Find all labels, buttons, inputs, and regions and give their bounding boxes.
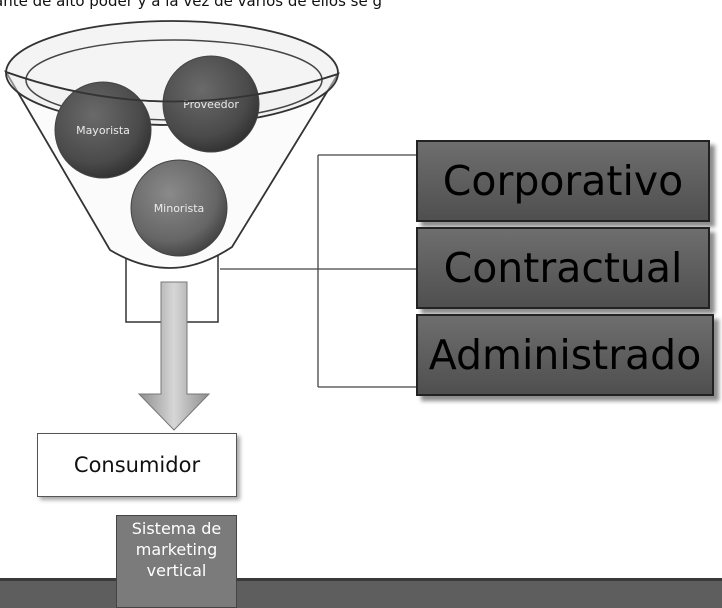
system-label-line-2: marketing (135, 540, 218, 559)
footer-bar-edge (0, 578, 722, 581)
cropped-caption-text: ante de alto poder y a la vez de varios … (0, 0, 383, 10)
member-circle-mayorista: Mayorista (54, 81, 152, 179)
system-label-box: Sistema de marketing vertical (116, 515, 237, 608)
member-circle-minorista: Minorista (130, 159, 228, 257)
category-box-corporativo: Corporativo (416, 140, 710, 222)
footer-bar (0, 578, 722, 608)
consumer-box: Consumidor (37, 433, 237, 497)
system-label-line-3: vertical (146, 561, 207, 580)
category-connector (220, 154, 416, 388)
down-arrow (137, 281, 211, 431)
member-label-mayorista: Mayorista (76, 124, 130, 137)
funnel-rim-front (5, 71, 339, 103)
system-label-line-1: Sistema de (131, 519, 222, 538)
category-box-administrado: Administrado (416, 314, 714, 396)
category-box-contractual: Contractual (416, 227, 710, 309)
member-circle-proveedor: Proveedor (162, 55, 260, 153)
member-label-minorista: Minorista (154, 202, 205, 215)
